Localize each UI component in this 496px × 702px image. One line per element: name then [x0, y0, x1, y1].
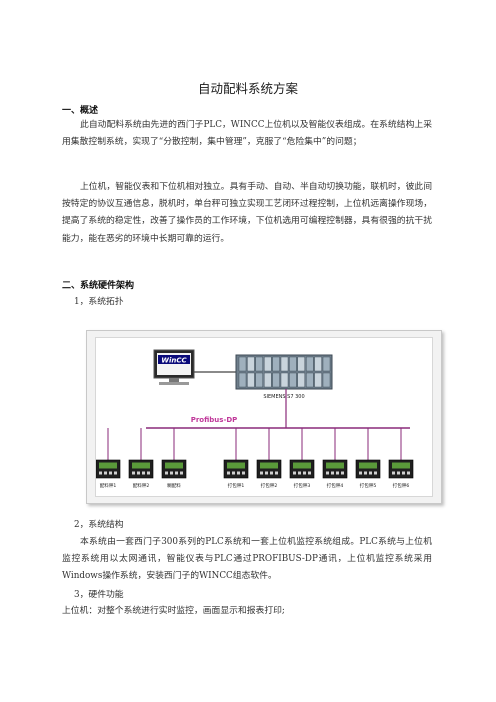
instrument-label: 打包秤5	[360, 482, 377, 489]
instrument-key	[137, 471, 140, 475]
instrument-key	[298, 471, 301, 475]
instrument-display	[359, 462, 377, 469]
instrument-label: 打包秤4	[327, 482, 344, 489]
plc-module	[314, 372, 322, 388]
instrument-key	[374, 471, 377, 475]
instrument-key	[132, 471, 135, 475]
instrument-key	[275, 471, 278, 475]
instrument-key	[109, 471, 112, 475]
instrument-key	[392, 471, 395, 475]
instrument-key	[180, 471, 183, 475]
plc-module	[280, 372, 289, 388]
instrument-key	[265, 471, 268, 475]
plc-module	[297, 356, 306, 372]
instrument-key	[359, 471, 362, 475]
section-heading-hardware: 二、系统硬件架构	[62, 281, 135, 291]
instrument-display	[132, 462, 150, 469]
instrument-key	[402, 471, 405, 475]
plc-module	[272, 372, 280, 388]
instrument-key	[260, 471, 263, 475]
instrument-key	[170, 471, 173, 475]
paragraph-overview-1: 此自动配料系统由先进的西门子PLC，WINCC上位机以及智能仪表组成。在系统结构…	[62, 120, 432, 148]
instrument-display	[165, 462, 183, 469]
instrument-key	[308, 471, 311, 475]
instrument-key	[369, 471, 372, 475]
paragraph-functions: 上位机：对整个系统进行实时监控，画面显示和报表打印;	[62, 606, 285, 616]
wincc-monitor-icon: WinCC	[153, 349, 195, 385]
instrument-key	[114, 471, 117, 475]
plc-module	[263, 372, 272, 388]
plc-module	[238, 356, 247, 372]
paragraph-structure: 本系统由一套西门子300系列的PLC系统和一套上位机监控系统组成。PLC系统与上…	[62, 537, 432, 582]
plc-module	[289, 372, 297, 388]
plc-module	[255, 356, 264, 372]
instrument-key	[303, 471, 306, 475]
instrument-key	[293, 471, 296, 475]
plc-module	[238, 372, 247, 388]
wincc-label: WinCC	[161, 357, 187, 365]
instrument-label: 打包秤3	[294, 482, 311, 489]
plc-module	[322, 356, 331, 372]
instrument-label: 打包秤2	[261, 482, 278, 489]
plc-module	[255, 372, 264, 388]
instrument-key	[397, 471, 400, 475]
instrument-key	[165, 471, 168, 475]
paragraph-overview-2: 上位机，智能仪表和下位机相对独立。具有手动、自动、半自动切换功能，联机时，彼此间…	[62, 182, 432, 244]
document-title: 自动配料系统方案	[197, 81, 298, 96]
plc-module	[322, 372, 331, 388]
plc-rack-icon	[235, 354, 333, 390]
plc-module	[305, 356, 314, 372]
plc-module	[314, 356, 322, 372]
instrument-key	[326, 471, 329, 475]
instrument-display	[392, 462, 410, 469]
instrument-label: 打包秤1	[228, 482, 245, 489]
plc-module	[305, 372, 314, 388]
plc-module	[272, 356, 280, 372]
instrument-display	[99, 462, 117, 469]
instrument-display	[293, 462, 311, 469]
instrument-display	[227, 462, 245, 469]
instrument-display	[326, 462, 344, 469]
plc-module	[280, 356, 289, 372]
plc-module	[289, 356, 297, 372]
instrument-key	[270, 471, 273, 475]
subheading-structure: 2，系统结构	[74, 520, 124, 530]
instrument-key	[407, 471, 410, 475]
instrument-key	[104, 471, 107, 475]
instrument-key	[242, 471, 245, 475]
instrument-label: 配料秤2	[133, 482, 150, 489]
instrument-key	[142, 471, 145, 475]
instrument-key	[227, 471, 230, 475]
section-heading-overview: 一、概述	[62, 106, 99, 116]
plc-module	[247, 372, 255, 388]
subheading-functions: 3，硬件功能	[74, 590, 124, 600]
instrument-key	[175, 471, 178, 475]
instrument-group: 配料秤1 配料秤2 糊配料 打包秤1 打包秤2 打包秤3 打包秤4 打包秤5 打包秤6	[95, 428, 414, 489]
instrument-key	[237, 471, 240, 475]
instrument-key	[341, 471, 344, 475]
subheading-topology: 1，系统拓扑	[74, 297, 124, 307]
instrument-label: 配料秤1	[100, 482, 117, 489]
plc-module	[297, 372, 306, 388]
instrument-key	[232, 471, 235, 475]
instrument-key	[364, 471, 367, 475]
instrument-key	[331, 471, 334, 475]
plc-module	[263, 356, 272, 372]
instrument-label: 打包秤6	[393, 482, 410, 489]
plc-module	[247, 356, 255, 372]
profibus-label: Profibus-DP	[191, 416, 238, 424]
instrument-key	[99, 471, 102, 475]
plc-label: SIEMENS S7 300	[263, 394, 304, 400]
instrument-display	[260, 462, 278, 469]
instrument-key	[147, 471, 150, 475]
instrument-label: 糊配料	[167, 482, 181, 489]
instrument-key	[336, 471, 339, 475]
